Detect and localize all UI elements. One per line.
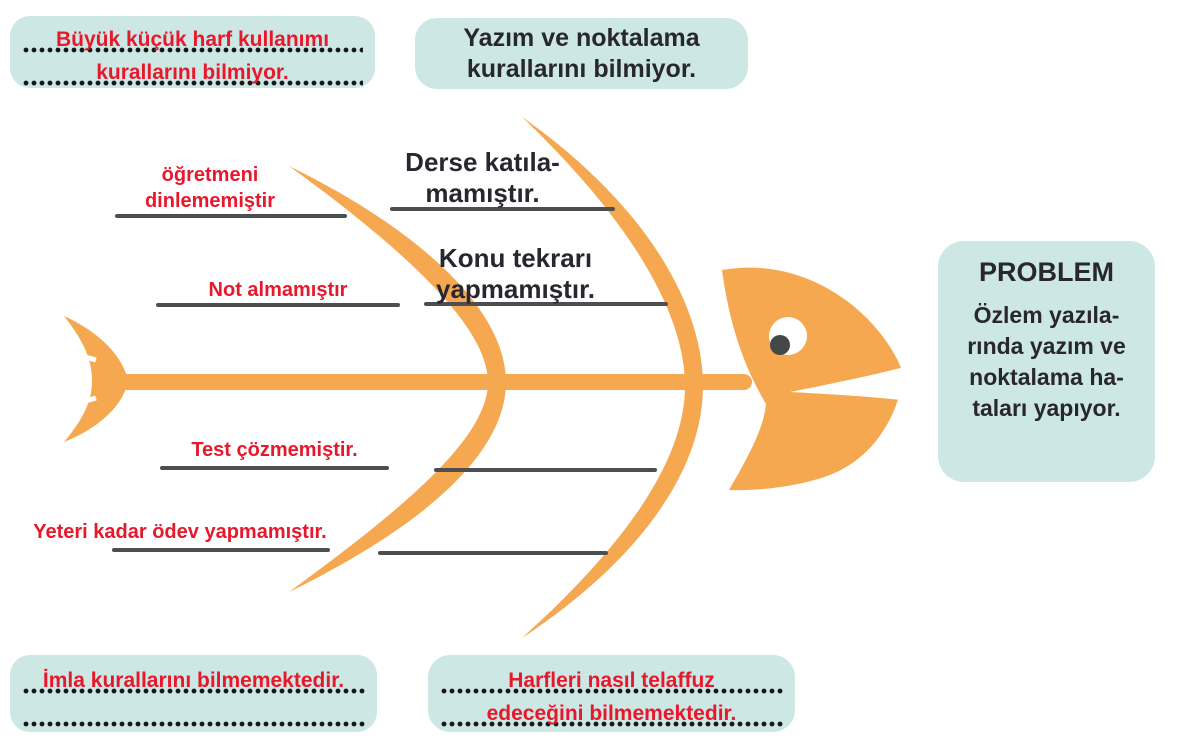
fill-line: kurallarını bilmiyor. xyxy=(20,55,365,88)
problem-box: PROBLEM Özlem yazıla- rında yazım ve nok… xyxy=(938,241,1155,482)
fill-line: Büyük küçük harf kullanımı xyxy=(20,22,365,55)
cause-label-line: mamıştır. xyxy=(425,178,540,208)
fish-mouth xyxy=(790,366,908,400)
fill-line: Harfleri nasıl telaffuz xyxy=(438,663,785,696)
dotted-line xyxy=(440,688,783,694)
cause-label-test: Test çözmemiştir. xyxy=(191,439,358,461)
blank-answer-line xyxy=(434,468,657,472)
cause-label-line: dinlememiştir xyxy=(144,190,276,212)
tail-notch xyxy=(67,349,97,363)
cause-label-line: Derse katıla- xyxy=(405,147,560,177)
cause-box-text: edeceğini bilmemektedir. xyxy=(486,702,737,725)
answer-line xyxy=(424,302,668,306)
dotted-line xyxy=(22,721,365,727)
category-box-text: Yazım ve noktalama xyxy=(463,23,700,52)
cause-box-text: Harfleri nasıl telaffuz xyxy=(508,669,715,692)
fill-line: edeceğini bilmemektedir. xyxy=(438,696,785,729)
cause-label-homework: Yeteri kadar ödev yapmamıştır. xyxy=(33,521,327,543)
answer-line xyxy=(156,303,400,307)
fish-eye-pupil xyxy=(770,335,790,355)
cause-label-line: Konu tekrarı xyxy=(438,243,593,273)
tail-notch xyxy=(67,395,97,409)
fish-spine xyxy=(118,374,752,390)
answer-line xyxy=(390,207,615,211)
problem-title: PROBLEM xyxy=(979,257,1114,287)
cause-label-line: öğretmeni xyxy=(161,164,259,186)
dotted-line xyxy=(22,688,365,694)
rib-bone-left xyxy=(289,166,506,592)
cause-box-text: kurallarını bilmiyor. xyxy=(96,61,289,84)
category-box-text: kurallarını bilmiyor. xyxy=(466,54,697,83)
cause-box-text: Büyük küçük harf kullanımı xyxy=(55,28,330,51)
dotted-line xyxy=(22,80,363,86)
rib-bone-right xyxy=(522,117,703,638)
problem-text-line: taları yapıyor. xyxy=(972,395,1121,421)
fill-line xyxy=(20,696,367,729)
cause-label-notes: Not almamıştır xyxy=(208,279,348,301)
cause-label-line: yapmamıştır. xyxy=(436,274,595,304)
problem-text-line: Özlem yazıla- xyxy=(973,302,1120,328)
fish-tail xyxy=(64,316,128,442)
dotted-line xyxy=(22,47,363,53)
cause-label-review: Konu tekrarı yapmamıştır. xyxy=(413,243,618,305)
category-box-top-center: Yazım ve noktalama kurallarını bilmiyor. xyxy=(415,18,748,89)
cause-label-lesson: Derse katıla- mamıştır. xyxy=(380,147,585,209)
cause-box-bottom-left: İmla kurallarını bilmemektedir. xyxy=(10,655,377,732)
cause-box-top-left: Büyük küçük harf kullanımı kurallarını b… xyxy=(10,16,375,88)
answer-line xyxy=(115,214,347,218)
answer-line xyxy=(112,548,330,552)
cause-label-teacher: öğretmeni dinlememiştir xyxy=(105,162,315,214)
fill-line: İmla kurallarını bilmemektedir. xyxy=(20,663,367,696)
fish-head xyxy=(722,267,904,491)
answer-line xyxy=(160,466,389,470)
cause-box-text: İmla kurallarını bilmemektedir. xyxy=(42,669,345,692)
blank-answer-line xyxy=(378,551,608,555)
dotted-line xyxy=(440,721,783,727)
problem-text-line: noktalama ha- xyxy=(969,364,1124,390)
problem-text-line: rında yazım ve xyxy=(967,333,1126,359)
cause-box-bottom-center: Harfleri nasıl telaffuz edeceğini bilmem… xyxy=(428,655,795,732)
